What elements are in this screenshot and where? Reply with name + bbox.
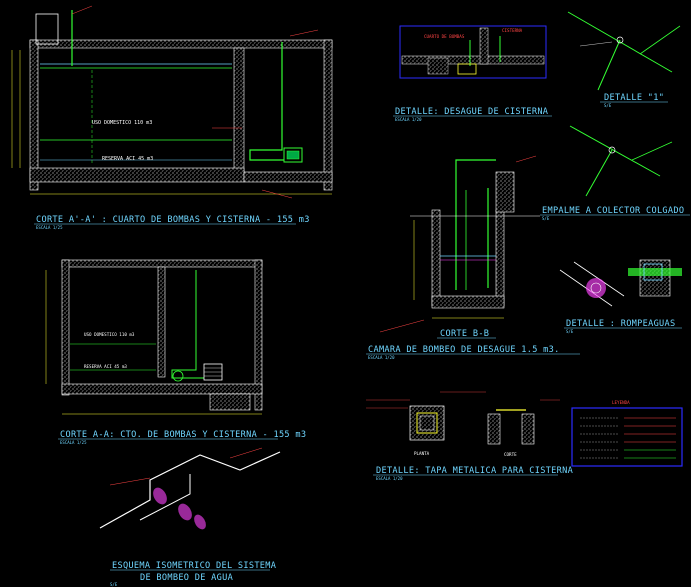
- title-corte-aa-upper: CORTE A'-A' : CUARTO DE BOMBAS Y CISTERN…: [36, 215, 310, 225]
- planta-label: PLANTA: [414, 451, 430, 456]
- reserva-label-lower: RESERVA ACI 45 m3: [84, 364, 127, 369]
- corte-bb-drawing: [379, 155, 540, 333]
- corte-aa-upper-drawing: [11, 5, 333, 199]
- title-desague: DETALLE: DESAGUE DE CISTERNA: [395, 107, 549, 117]
- reserva-label-upper: RESERVA ACI 45 m3: [102, 156, 153, 162]
- scale-isometrico: S/E: [110, 582, 118, 587]
- isometric-pump-system: [99, 447, 281, 530]
- legend-title: LEYENDA: [612, 400, 630, 405]
- title-isometrico-1: ESQUEMA ISOMETRICO DEL SISTEMA: [112, 561, 277, 571]
- title-corte-bb: CORTE B-B: [440, 329, 489, 339]
- tapa-metalica-drawing: [366, 391, 560, 445]
- detalle-1-drawing: [567, 11, 681, 91]
- title-camara: CAMARA DE BOMBEO DE DESAGUE 1.5 m3.: [368, 345, 560, 355]
- scale-corte-aa-upper: ESCALA 1/25: [36, 225, 63, 230]
- title-tapa: DETALLE: TAPA METALICA PARA CISTERNA: [376, 466, 574, 476]
- scale-empalme: S/E: [542, 216, 550, 221]
- title-isometrico-2: DE BOMBEO DE AGUA: [140, 573, 234, 583]
- title-corte-aa-lower: CORTE A-A: CTO. DE BOMBAS Y CISTERNA - 1…: [60, 430, 306, 440]
- desague-detail-drawing: [399, 25, 547, 79]
- title-detalle-1: DETALLE "1": [604, 93, 664, 103]
- corte-label: CORTE: [504, 452, 517, 457]
- scale-corte-aa-lower: ESCALA 1/25: [60, 440, 87, 445]
- empalme-drawing: [569, 125, 673, 197]
- scale-desague: ESCALA 1/20: [395, 117, 422, 122]
- legend-box: [571, 407, 683, 467]
- title-empalme: EMPALME A COLECTOR COLGADO: [542, 206, 684, 216]
- corte-aa-lower-drawing: [45, 259, 263, 415]
- title-rompeaguas: DETALLE : ROMPEAGUAS: [566, 319, 675, 329]
- uso-domestico-label-upper: USO DOMESTICO 110 m3: [92, 120, 152, 126]
- scale-detalle-1: S/E: [604, 103, 612, 108]
- scale-camara: ESCALA 1/20: [368, 355, 395, 360]
- cisterna-label: CISTERNA: [502, 28, 523, 33]
- scale-tapa: ESCALA 1/20: [376, 476, 403, 481]
- uso-domestico-label-lower: USO DOMESTICO 110 m3: [84, 332, 135, 337]
- rompeaguas-drawing: [559, 259, 682, 307]
- cuarto-bombas-label: CUARTO DE BOMBAS: [424, 34, 465, 39]
- scale-rompeaguas: S/E: [566, 329, 574, 334]
